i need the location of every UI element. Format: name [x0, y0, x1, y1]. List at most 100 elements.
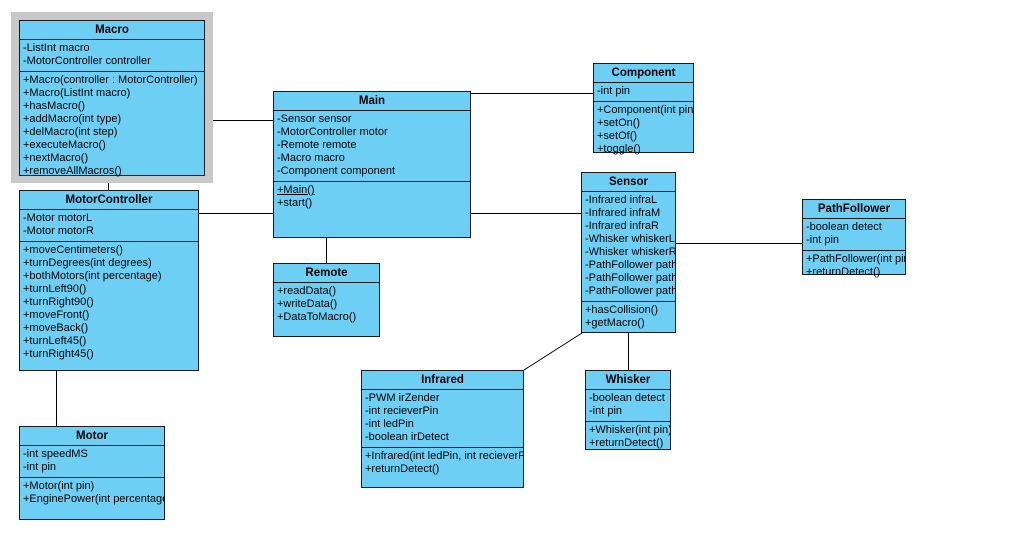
- class-operation: +returnDetect(): [589, 437, 664, 449]
- class-operations-infrared: +Infrared(int ledPin, int recieverPin) +…: [362, 448, 523, 479]
- class-attribute: -int pin: [589, 405, 623, 417]
- class-operation: +toggle(): [597, 143, 641, 155]
- class-attribute: -MotorController controller: [23, 55, 151, 67]
- class-operation: +setOn(): [597, 117, 641, 129]
- class-operations-component: +Component(int pin) +setOn() +setOf() +t…: [594, 102, 693, 159]
- class-operation: +moveBack(): [23, 322, 89, 334]
- class-operation: +Macro(controller : MotorController): [23, 74, 198, 86]
- class-box-sensor[interactable]: Sensor -Infrared infraL -Infrared infraM…: [581, 172, 676, 333]
- class-title-macro: Macro: [20, 21, 204, 40]
- class-operations-motorcontroller: +moveCentimeters() +turnDegrees(int degr…: [20, 242, 198, 364]
- class-operation: +turnLeft90(): [23, 283, 87, 295]
- class-operation: +removeAllMacros(): [23, 165, 122, 177]
- class-attribute: -PathFollower pathM: [585, 272, 675, 284]
- class-attributes-sensor: -Infrared infraL -Infrared infraM -Infra…: [582, 192, 675, 302]
- class-box-macro[interactable]: Macro -ListInt macro -MotorController co…: [19, 20, 205, 177]
- class-operation-static: +Main(): [277, 184, 315, 196]
- class-operation: +Component(int pin): [597, 104, 693, 116]
- class-operation: +turnRight90(): [23, 296, 94, 308]
- class-box-main[interactable]: Main -Sensor sensor -MotorController mot…: [273, 91, 471, 238]
- class-attribute: -Whisker whiskerR: [585, 246, 675, 258]
- class-operations-remote: +readData() +writeData() +DataToMacro(): [274, 283, 379, 327]
- class-operations-main: +Main() +start(): [274, 182, 470, 213]
- class-operation: +Macro(ListInt macro): [23, 87, 131, 99]
- class-attribute: -int ledPin: [365, 418, 414, 430]
- class-operations-whisker: +Whisker(int pin) +returnDetect(): [586, 422, 670, 453]
- class-title-whisker: Whisker: [586, 371, 670, 390]
- class-attribute: -Motor motorR: [23, 225, 94, 237]
- class-attribute: -Sensor sensor: [277, 113, 352, 125]
- class-operation: +turnRight45(): [23, 348, 94, 360]
- class-operations-motor: +Motor(int pin) +EnginePower(int percent…: [20, 478, 164, 509]
- class-attributes-macro: -ListInt macro -MotorController controll…: [20, 40, 204, 72]
- class-attributes-pathfollower: -boolean detect -int pin: [803, 219, 905, 251]
- class-title-main: Main: [274, 92, 470, 111]
- class-operation: +returnDetect(): [806, 266, 881, 278]
- class-operation: +hasMacro(): [23, 100, 86, 112]
- association-motorcontroller-main: [199, 213, 273, 214]
- class-operation: +moveCentimeters(): [23, 244, 123, 256]
- class-box-component[interactable]: Component -int pin +Component(int pin) +…: [593, 63, 694, 155]
- class-operation: +setOf(): [597, 130, 638, 142]
- class-title-sensor: Sensor: [582, 173, 675, 192]
- association-main-component: [471, 93, 593, 94]
- class-box-infrared[interactable]: Infrared -PWM irZender -int recieverPin …: [361, 370, 524, 488]
- class-attribute: -Infrared infraL: [585, 194, 658, 206]
- class-attribute: -Macro macro: [277, 152, 345, 164]
- class-title-remote: Remote: [274, 264, 379, 283]
- class-box-remote[interactable]: Remote +readData() +writeData() +DataToM…: [273, 263, 380, 337]
- class-box-motorcontroller[interactable]: MotorController -Motor motorL -Motor mot…: [19, 190, 199, 371]
- class-attribute: -PathFollower pathL: [585, 259, 675, 271]
- class-title-component: Component: [594, 64, 693, 83]
- class-attribute: -Whisker whiskerL: [585, 233, 675, 245]
- class-operation: +Whisker(int pin): [589, 424, 670, 436]
- association-sensor-whisker: [628, 333, 629, 370]
- class-attribute: -Infrared infraR: [585, 220, 659, 232]
- class-attribute: -boolean detect: [806, 221, 882, 233]
- class-attribute: -int pin: [597, 85, 631, 97]
- class-operation: +readData(): [277, 285, 337, 297]
- class-title-motor: Motor: [20, 427, 164, 446]
- class-box-pathfollower[interactable]: PathFollower -boolean detect -int pin +P…: [802, 199, 906, 278]
- class-attribute: -boolean detect: [589, 392, 665, 404]
- class-box-whisker[interactable]: Whisker -boolean detect -int pin +Whiske…: [585, 370, 671, 450]
- class-attributes-motorcontroller: -Motor motorL -Motor motorR: [20, 210, 198, 242]
- class-attribute: -Motor motorL: [23, 212, 93, 224]
- class-attribute: -PWM irZender: [365, 392, 440, 404]
- association-sensor-pathfollower: [676, 243, 802, 244]
- class-operation: +addMacro(int type): [23, 113, 122, 125]
- association-macro-main: [199, 120, 273, 121]
- class-operation: +turnDegrees(int degrees): [23, 257, 152, 269]
- class-attribute: -Component component: [277, 165, 396, 177]
- class-attribute: -PathFollower pathR: [585, 285, 675, 297]
- class-attributes-whisker: -boolean detect -int pin: [586, 390, 670, 422]
- class-operation: +EnginePower(int percentage): [23, 493, 164, 505]
- class-attributes-component: -int pin: [594, 83, 693, 102]
- class-operation: +writeData(): [277, 298, 338, 310]
- class-operation: +Infrared(int ledPin, int recieverPin): [365, 450, 523, 462]
- class-title-infrared: Infrared: [362, 371, 523, 390]
- class-operations-macro: +Macro(controller : MotorController) +Ma…: [20, 72, 204, 181]
- class-title-motorcontroller: MotorController: [20, 191, 198, 210]
- class-attribute: -MotorController motor: [277, 126, 388, 138]
- class-box-motor[interactable]: Motor -int speedMS -int pin +Motor(int p…: [19, 426, 165, 520]
- class-attributes-motor: -int speedMS -int pin: [20, 446, 164, 478]
- class-operation: +DataToMacro(): [277, 311, 357, 323]
- class-operation: +PathFollower(int pin): [806, 253, 905, 265]
- class-operations-pathfollower: +PathFollower(int pin) +returnDetect(): [803, 251, 905, 282]
- class-operation: +start(): [277, 197, 313, 209]
- class-attribute: -boolean irDetect: [365, 431, 449, 443]
- class-attribute: -ListInt macro: [23, 42, 90, 54]
- class-attribute: -Infrared infraM: [585, 207, 661, 219]
- association-motorcontroller-motor: [56, 371, 57, 426]
- class-operation: +bothMotors(int percentage): [23, 270, 162, 282]
- class-operation: +turnLeft45(): [23, 335, 87, 347]
- class-attributes-main: -Sensor sensor -MotorController motor -R…: [274, 111, 470, 182]
- association-main-remote: [326, 238, 327, 263]
- class-operation: +hasCollision(): [585, 304, 659, 316]
- class-operation: +returnDetect(): [365, 463, 440, 475]
- class-attribute: -int pin: [23, 461, 57, 473]
- class-operation: +moveFront(): [23, 309, 90, 321]
